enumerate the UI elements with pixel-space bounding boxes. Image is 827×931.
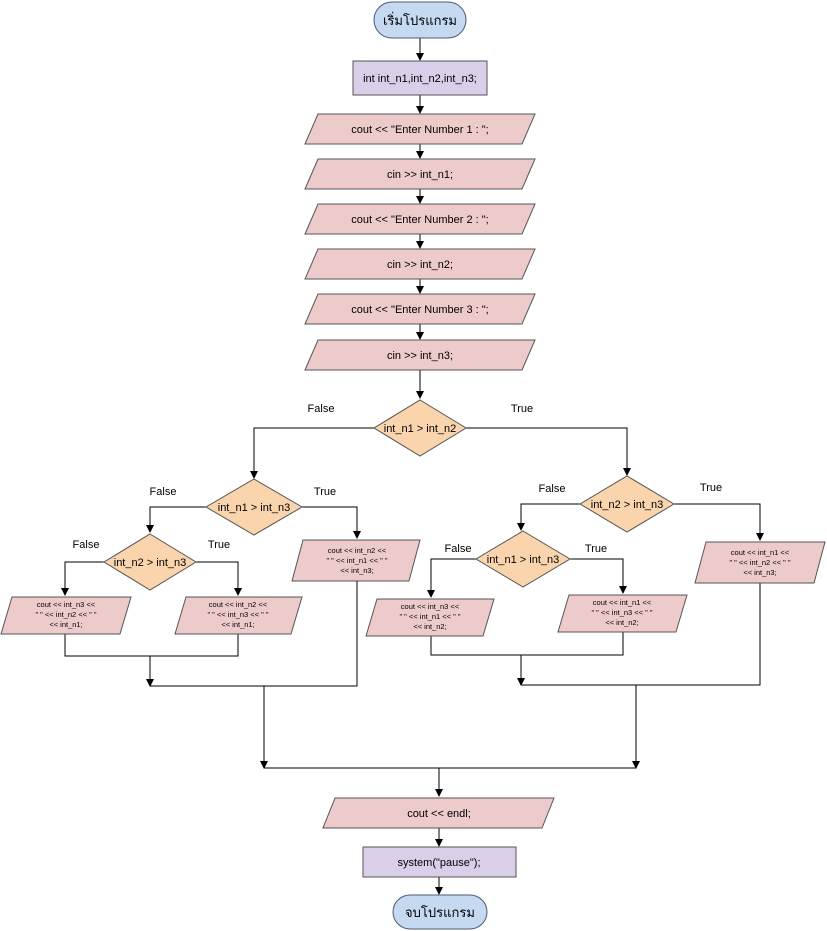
output-3-2-1-line-1: cout << int_n3 << [37,600,96,609]
output-3-2-1-line-3: << int_n1; [49,620,82,629]
input1-io: cin >> int_n1; [304,158,536,190]
pause-process: system("pause"); [362,846,517,878]
decision-left: int_n1 > int_n3 [205,478,303,536]
start-label: เริ่มโปรแกรม [383,12,457,28]
output-1-2-3-line-3: << int_n3; [743,568,776,577]
true-label-right-left: True [585,543,607,555]
start-terminal: เริ่มโปรแกรม [373,1,467,39]
output-1-2-3: cout << int_n1 << " " << int_n2 << " " <… [694,541,826,584]
output-1-3-2-line-1: cout << int_n1 << [593,598,652,607]
output-2-1-3-line-3: << int_n3; [340,566,373,575]
pause-label: system("pause"); [398,857,481,869]
decision-left-left-label: int_n2 > int_n3 [114,557,186,569]
output-2-3-1-line-2: " " << int_n3 << " " [207,610,268,619]
output-2-1-3-line-1: cout << int_n2 << [328,546,387,555]
prompt1-io: cout << "Enter Number 1 : "; [304,113,536,145]
decision-main: int_n1 > int_n2 [373,399,467,457]
endl-label: cout << endl; [407,808,471,820]
declare-label: int int_n1,int_n2,int_n3; [363,73,477,85]
output-1-2-3-line-2: " " << int_n2 << " " [729,558,790,567]
decision-left-label: int_n1 > int_n3 [218,502,290,514]
output-3-2-1: cout << int_n3 << " " << int_n2 << " " <… [0,596,132,635]
false-label-main: False [308,403,335,415]
end-terminal: จบโปรแกรม [392,894,488,930]
decision-right-left-label: int_n1 > int_n3 [487,554,559,566]
declare-process: int int_n1,int_n2,int_n3; [352,60,488,96]
false-label-left: False [150,486,177,498]
false-label-right-left: False [445,543,472,555]
output-3-2-1-line-2: " " << int_n2 << " " [35,610,96,619]
output-2-1-3-line-2: " " << int_n1 << " " [326,556,387,565]
prompt3-label: cout << "Enter Number 3 : "; [351,304,488,316]
output-1-3-2-line-2: " " << int_n3 << " " [591,608,652,617]
input2-label: cin >> int_n2; [387,259,453,271]
end-label: จบโปรแกรม [405,905,475,920]
input3-label: cin >> int_n3; [387,350,453,362]
true-label-left-left: True [208,539,230,551]
true-label-right: True [700,482,722,494]
decision-right-label: int_n2 > int_n3 [591,499,663,511]
output-2-1-3: cout << int_n2 << " " << int_n1 << " " <… [291,539,421,582]
input1-label: cin >> int_n1; [387,169,453,181]
decision-main-label: int_n1 > int_n2 [384,423,456,435]
true-label-left: True [314,486,336,498]
output-3-1-2-line-3: << int_n2; [413,622,446,631]
prompt1-label: cout << "Enter Number 1 : "; [351,124,488,136]
output-3-1-2: cout << int_n3 << " " << int_n1 << " " <… [365,598,495,637]
prompt2-io: cout << "Enter Number 2 : "; [304,203,536,235]
endl-io: cout << endl; [322,797,555,829]
prompt2-label: cout << "Enter Number 2 : "; [351,214,488,226]
output-2-3-1-line-3: << int_n1; [221,620,254,629]
output-2-3-1: cout << int_n2 << " " << int_n3 << " " <… [174,596,303,635]
input3-io: cin >> int_n3; [304,339,536,371]
output-3-1-2-line-2: " " << int_n1 << " " [399,612,460,621]
connectors [61,38,764,895]
output-1-3-2-line-3: << int_n2; [605,618,638,627]
false-label-left-left: False [73,539,100,551]
input2-io: cin >> int_n2; [304,248,536,280]
true-label-main: True [511,403,533,415]
false-label-right: False [539,483,566,495]
decision-right: int_n2 > int_n3 [579,475,675,533]
output-1-2-3-line-1: cout << int_n1 << [731,548,790,557]
output-3-1-2-line-1: cout << int_n3 << [401,602,460,611]
decision-right-left: int_n1 > int_n3 [475,530,571,588]
prompt3-io: cout << "Enter Number 3 : "; [304,293,536,325]
output-2-3-1-line-1: cout << int_n2 << [209,600,268,609]
output-1-3-2: cout << int_n1 << " " << int_n3 << " " <… [557,594,688,633]
decision-left-left: int_n2 > int_n3 [103,533,197,591]
